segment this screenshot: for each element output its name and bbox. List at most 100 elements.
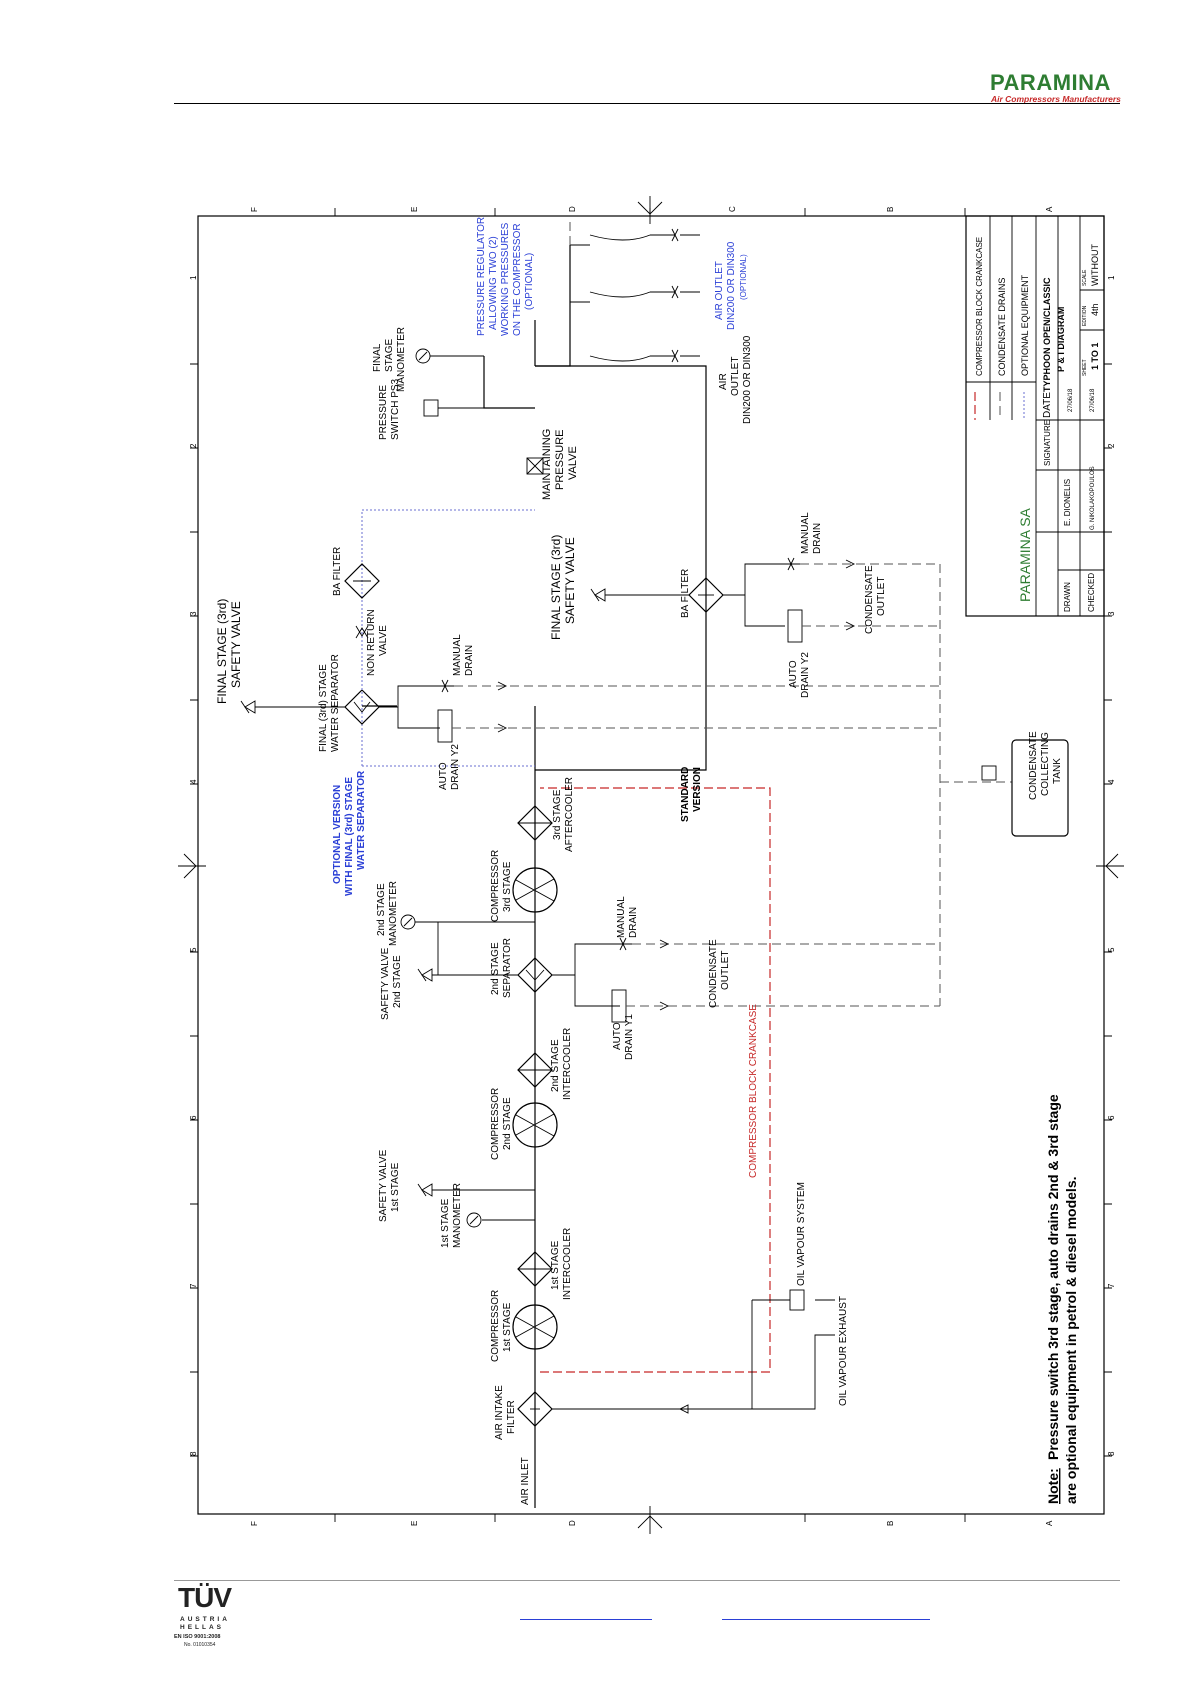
manometer-1st-stage [466,1212,535,1228]
legend-optional: OPTIONAL EQUIPMENT [1020,274,1030,376]
intercooler-1st-stage [517,1251,553,1287]
col-label-right-4: 4 [1107,779,1116,784]
col-label-left-1: 1 [189,275,198,280]
label-air-outlet-3: DIN200 OR DIN300 [742,335,753,424]
label-final-stage-mano-2: STAGE [384,339,395,372]
label-optional-version-3: WATER SEPARATOR [356,770,367,870]
row-label-top-a: A [1045,206,1054,212]
label-mano1-1: 1st STAGE [440,1198,451,1248]
label-air-outlet-1: AIR [718,373,729,390]
tuv-line-1: AUSTRIA [180,1616,230,1623]
label-comp2-2: 2nd STAGE [502,1097,513,1150]
label-regulator-1: PRESSURE REGULATOR [476,217,487,336]
label-regulator-2: ALLOWING TWO (2) [488,236,499,330]
optional-final-separator-area [240,509,940,767]
row-label-top-c: C [728,206,737,212]
compressor-1st-stage [512,1304,558,1350]
legend-crankcase: COMPRESSOR BLOCK CRANKCASE [975,237,984,376]
label-final-sv3-1: FINAL STAGE (3rd) [549,535,563,640]
label-tank-1: CONDENSATE [1028,731,1039,800]
label-auto-drain-final-2: DRAIN Y2 [450,744,461,790]
label-air-inlet: AIR INLET [520,1457,531,1505]
ba-filter-standard [590,557,940,643]
label-sv1-2: 1st STAGE [390,1162,401,1212]
label-pressure-switch-1: PRESSURE [378,385,389,440]
label-comp1-2: 1st STAGE [502,1302,513,1352]
footer-link-1[interactable] [520,1607,652,1620]
label-final-stage-mano-1: FINAL [372,343,383,372]
label-cond-outlet-ba-1: CONDENSATE [864,565,875,634]
label-crankcase: COMPRESSOR BLOCK CRANKCASE [748,1004,759,1178]
label-pressure-switch-2: SWITCH PS3 [390,378,401,440]
label-air-outlet-opt-1: AIR OUTLET [714,261,725,320]
oil-vapour-system [552,1289,835,1414]
label-tank-3: TANK [1052,758,1063,784]
sheet-value: 1 TO 1 [1090,343,1100,370]
label-standard-version-2: VERSION [692,767,703,812]
crankcase-line [540,787,771,1373]
footer-divider [174,1580,1120,1581]
label-final-ws-1: FINAL (3rd) STAGE [318,664,329,752]
label-auto-drain-final-1: AUTO [438,762,449,790]
label-sep2-2: SEPARATOR [502,938,513,998]
aftercooler-3rd-stage [517,805,553,841]
label-comp3-1: COMPRESSOR [490,850,501,922]
title-line-2: P & I DIAGRAM [1056,307,1066,372]
tuv-mark: TÜV [178,1582,232,1613]
col-label-left-4: 4 [189,779,198,784]
label-tank-2: COLLECTING [1040,732,1051,796]
condensate-collecting-tank [981,739,1069,837]
label-final-sv-2: SAFETY VALVE [229,601,243,688]
label-air-intake-filter-1: AIR INTAKE [494,1385,505,1440]
legend-drains: CONDENSATE DRAINS [997,278,1007,376]
label-final-stage-mano-3: MANOMETER [396,327,407,392]
scale-value: WITHOUT [1090,244,1100,286]
label-regulator-4: ON THE COMPRESSOR [512,223,523,336]
label-mpv-3: VALVE [567,446,579,480]
header-divider [174,103,1120,104]
note-heading: Note: [1045,1468,1061,1504]
checked-name: G. NIKOLAKOPOULOS [1090,466,1096,530]
label-sv1-1: SAFETY VALVE [378,1149,389,1222]
row-label-bottom-e: E [410,1521,419,1526]
intercooler-2nd-stage [517,1052,553,1088]
label-inter2-1: 2nd STAGE [550,1039,561,1092]
safety-valve-1st-stage [417,1183,535,1197]
scale-label: SCALE [1082,269,1088,286]
signature-label: SIGNATURE [1043,420,1052,466]
manometer-2nd-stage [400,914,535,975]
label-standard-version-1: STANDARD [680,767,691,822]
label-cond-outlet-2nd-1: CONDENSATE [708,939,719,1008]
label-cond-outlet-2nd-2: OUTLET [720,951,731,990]
label-manual-drain-ba-1: MANUAL [800,512,811,554]
footer-link-2[interactable] [722,1607,930,1620]
label-optional-version-1: OPTIONAL VERSION [332,785,343,884]
label-air-outlet-opt-3: (OPTIONAL) [739,254,748,300]
row-label-bottom-b: B [886,1521,895,1526]
col-label-right-3: 3 [1107,611,1116,616]
col-label-right-1: 1 [1107,275,1116,280]
edition-value: 4th [1090,303,1100,316]
main-air-line [534,320,707,1508]
paramina-logo: PARAMINA Air Compressors Manufacturers [990,70,1121,106]
row-label-top-b: B [886,207,895,212]
edition-label: EDITION [1082,305,1088,326]
label-mano1-2: MANOMETER [452,1183,463,1248]
date-1: 27/06/18 [1068,388,1074,412]
label-inter1-2: INTERCOOLER [562,1228,573,1300]
drains-2nd-stage [552,937,940,1023]
air-outlets [535,220,700,367]
title-line-1: TYPHOON OPEN/CLASSIC [1042,277,1052,392]
col-label-left-2: 2 [189,443,198,448]
label-air-outlet-2: OUTLET [730,357,741,396]
compressor-2nd-stage [512,1102,558,1148]
label-final-sv3-2: SAFETY VALVE [563,537,577,624]
label-nrv-2: VALVE [378,625,389,656]
company-name: PARAMINA SA [1017,507,1033,602]
row-label-top-f: F [250,207,259,212]
title-block [965,215,1105,617]
label-mano2-1: 2nd STAGE [376,883,387,936]
col-label-right-2: 2 [1107,443,1116,448]
note-line-1: Pressure switch 3rd stage, auto drains 2… [1045,1094,1061,1460]
